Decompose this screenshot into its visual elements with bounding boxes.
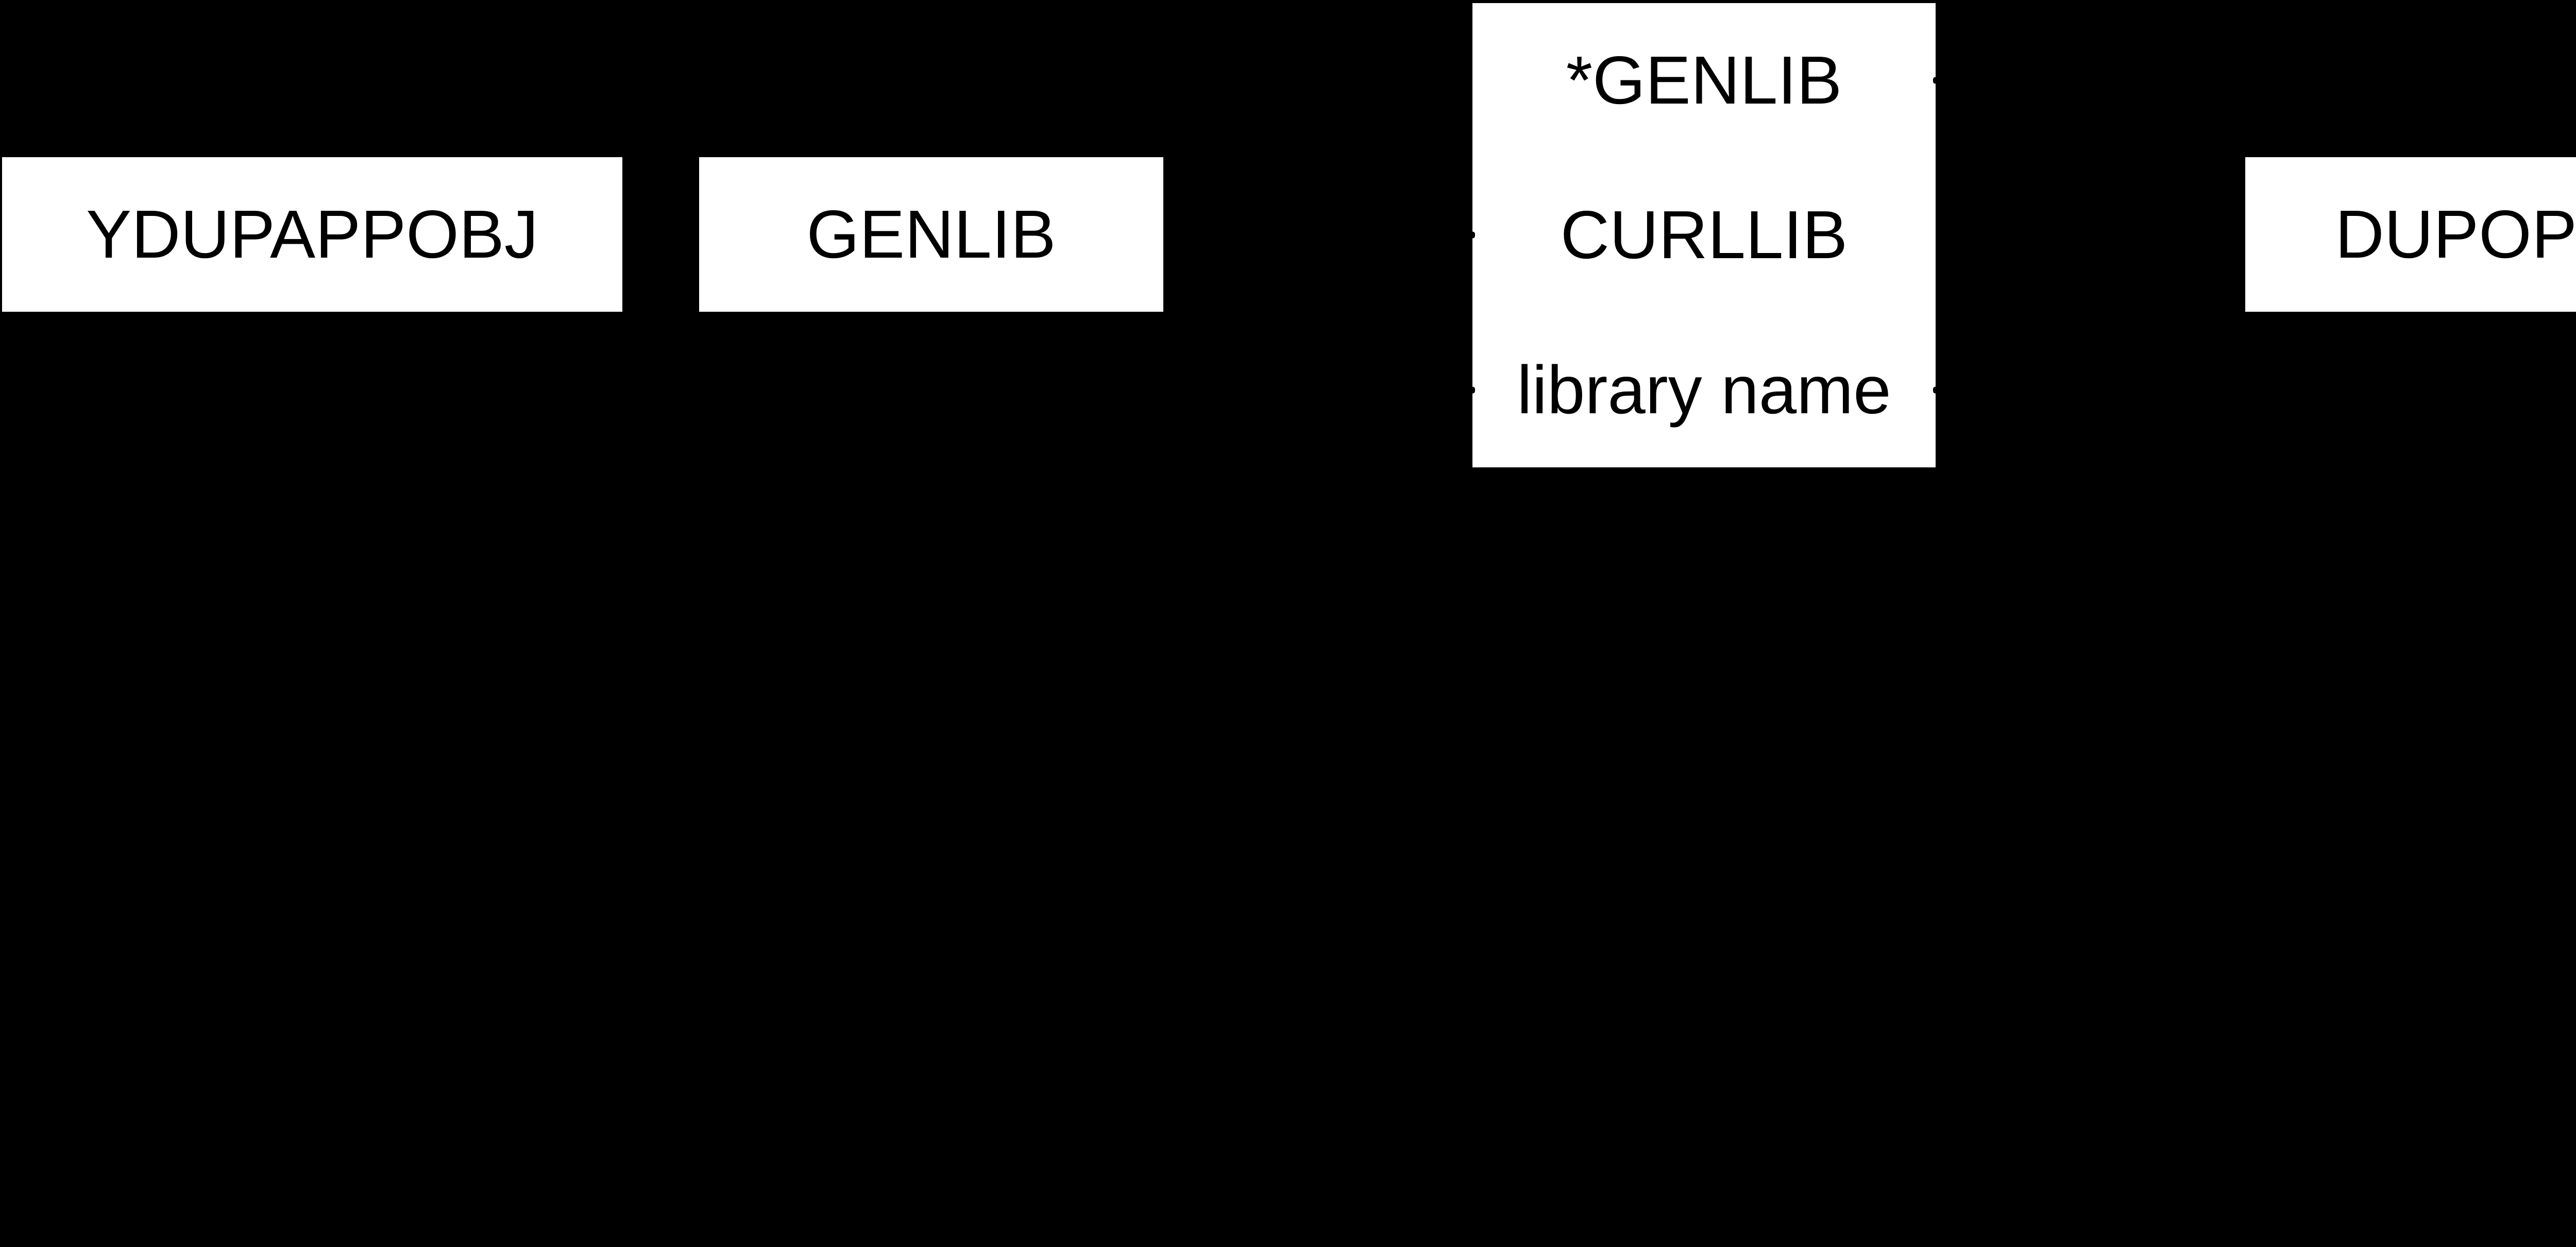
- param-genlib-values-box: *GENLIB CURLLIB library name: [1470, 3, 1938, 467]
- command-name: YDUPAPPOBJ: [86, 196, 538, 272]
- value-row: CURLLIB: [1470, 158, 1936, 312]
- value-genlib-0: *GENLIB: [1566, 42, 1842, 119]
- param-genlib-keyword: GENLIB: [806, 196, 1056, 272]
- value-genlib-2: library name: [1517, 351, 1891, 428]
- param-dupopt-box: DUPOPT: [2245, 157, 2576, 312]
- connector-tick-right: [1933, 77, 1938, 84]
- param-dupopt-keyword: DUPOPT: [2335, 196, 2576, 272]
- connector-tick-left: [1470, 386, 1475, 394]
- param-genlib-box: GENLIB: [699, 157, 1163, 312]
- value-genlib-1: CURLLIB: [1560, 197, 1848, 273]
- connector-tick-right: [1933, 386, 1938, 394]
- value-row: library name: [1470, 313, 1938, 467]
- command-box: YDUPAPPOBJ: [2, 157, 622, 312]
- connector-tick-left: [1470, 231, 1475, 239]
- value-row: *GENLIB: [1472, 3, 1938, 158]
